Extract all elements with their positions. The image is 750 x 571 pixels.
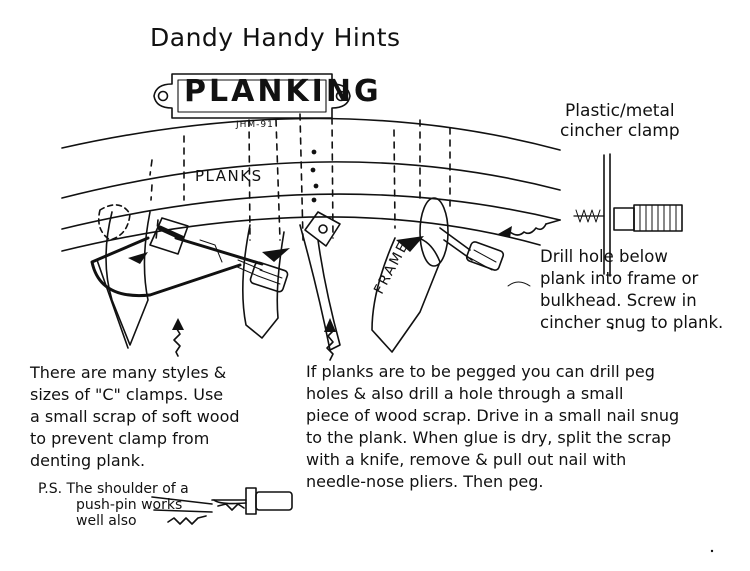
drill-note-line: plank into frame or [540,269,699,288]
wood-scrap-with-nail [304,211,341,247]
corner-dot [710,549,714,553]
artist-signature: JHM-91 [236,120,274,130]
c-clamp-note: There are many styles & sizes of "C" cla… [30,362,240,472]
push-pin-drawing [211,487,293,515]
hull-planks [61,117,561,252]
postscript-note-line: P.S. The shoulder of a [38,481,189,497]
cincher-clamp-detail [573,153,683,277]
c-clamp-note-line: denting plank. [30,451,146,470]
drill-note: Drill hole below plank into frame or bul… [540,246,723,334]
drill-note-line: cincher snug to plank. [540,313,724,332]
c-clamp-note-line: sizes of "C" clamps. Use [30,385,224,404]
c-clamp-note-line: a small scrap of soft wood [30,407,240,426]
hull-frames [96,113,451,353]
drill-note-line: bulkhead. Screw in [540,291,697,310]
pegging-note-line: holes & also drill a hole through a smal… [306,384,624,403]
pointer-lines [151,219,561,525]
postscript-note: P.S. The shoulder of a push-pin works we… [38,481,189,529]
pegging-note-line: needle-nose pliers. Then peg. [306,472,544,491]
cincher-clamp-label: Plastic/metal cincher clamp [560,101,680,141]
postscript-note-line: push-pin works [76,497,183,513]
drill-note-line: Drill hole below [540,247,668,266]
cincher-clamp-installed [396,197,505,271]
series-title: Dandy Handy Hints [150,23,401,52]
pegging-note-line: to the plank. When glue is dry, split th… [306,428,672,447]
cincher-clamp-label-line: cincher clamp [560,121,680,141]
corner-dot [610,326,614,330]
c-clamp-note-line: There are many styles & [30,363,227,382]
postscript-note-line: well also [76,513,137,529]
c-clamp-note-line: to prevent clamp from [30,429,210,448]
pegging-note-line: with a knife, remove & pull out nail wit… [306,450,627,469]
pegging-note-line: If planks are to be pegged you can drill… [306,362,655,381]
plaque-title: PLANKING [184,74,382,109]
cincher-clamp-label-line: Plastic/metal [565,101,675,121]
planks-label: PLANKS [195,167,263,185]
pegging-note-line: piece of wood scrap. Drive in a small na… [306,406,680,425]
c-clamp-drawing [90,217,290,298]
pegging-note: If planks are to be pegged you can drill… [306,361,679,493]
